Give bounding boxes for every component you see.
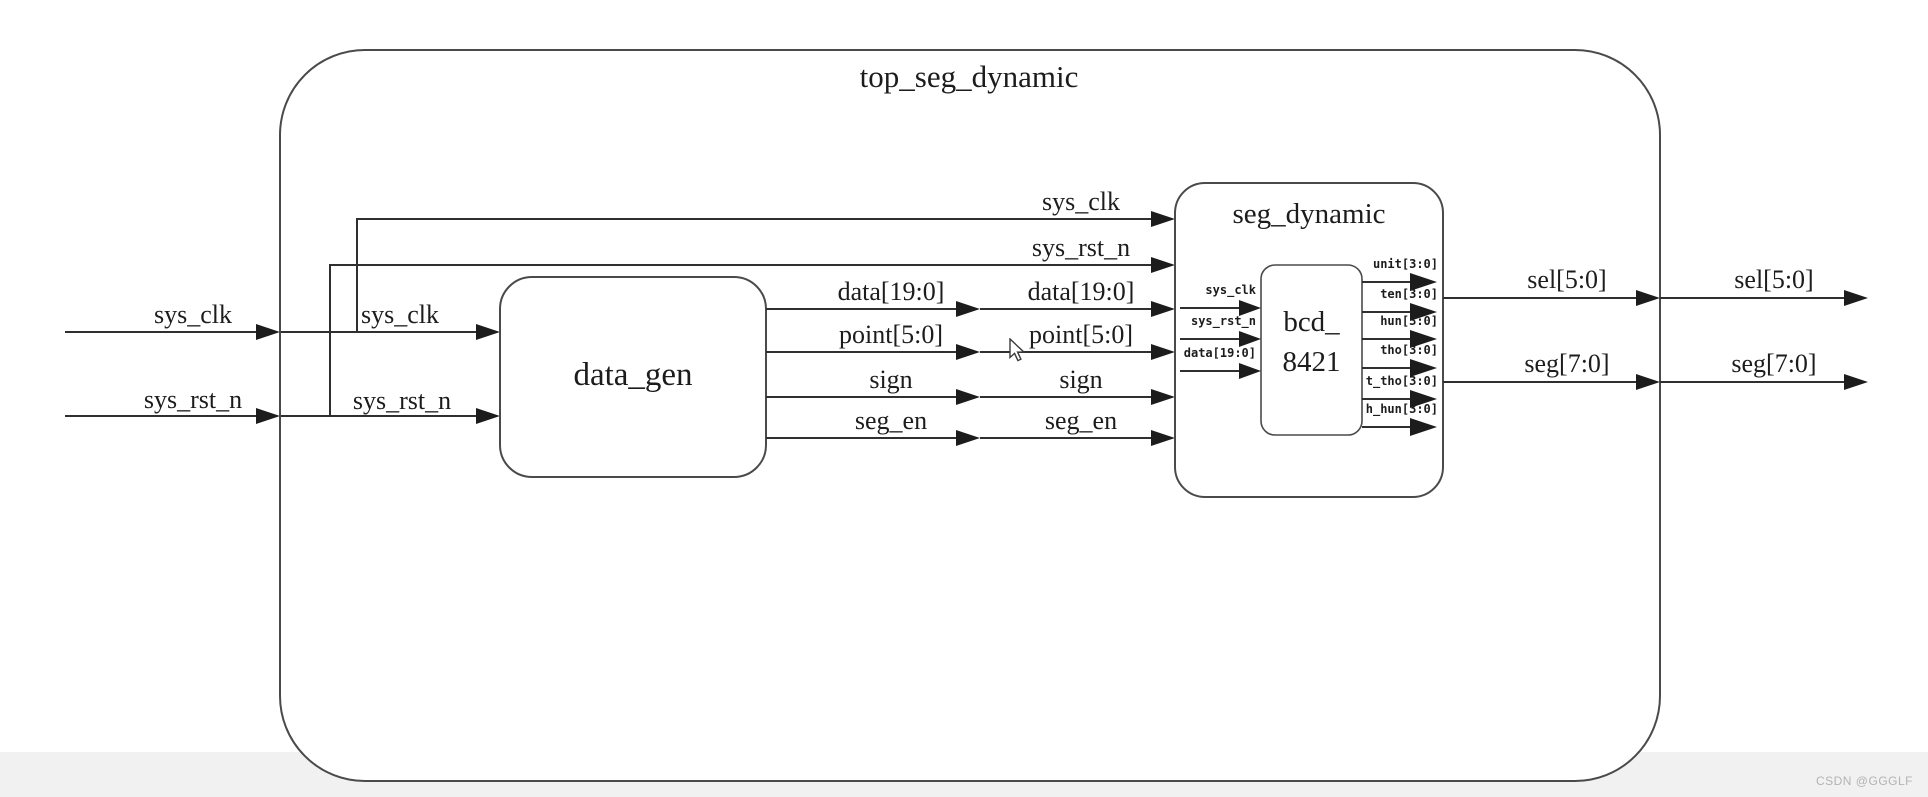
watermark-text: CSDN @GGGLF <box>1815 774 1913 788</box>
label-seg-external: seg[7:0] <box>1731 349 1817 378</box>
wire-sys-rst-n-to-data-gen <box>281 408 500 424</box>
wire-sel-internal <box>1443 290 1660 306</box>
wire-data <box>766 301 1175 317</box>
bcd-port-ten: ten[3:0] <box>1380 287 1438 301</box>
label-sys-rst-n-to-data-gen: sys_rst_n <box>352 386 452 415</box>
bcd-port-sys-clk: sys_clk <box>1205 283 1256 297</box>
label-seg-internal: seg[7:0] <box>1524 349 1610 378</box>
label-sys-rst-n-external: sys_rst_n <box>143 385 243 414</box>
mouse-cursor-icon <box>1009 338 1026 362</box>
label-seg-en-left: seg_en <box>854 406 928 435</box>
bcd-port-sys-rst-n: sys_rst_n <box>1190 314 1256 328</box>
label-sign-right: sign <box>1059 365 1103 394</box>
label-sys-clk-to-seg-dynamic: sys_clk <box>1042 187 1120 216</box>
label-sel-external: sel[5:0] <box>1734 265 1814 294</box>
label-data-right: data[19:0] <box>1027 277 1135 306</box>
wire-sel-external <box>1660 290 1868 306</box>
wire-seg-en <box>766 430 1175 446</box>
label-sys-rst-n-to-seg-dynamic: sys_rst_n <box>1031 233 1131 262</box>
wire-bcd-inputs <box>1180 300 1261 379</box>
label-sys-clk-to-data-gen: sys_clk <box>361 300 439 329</box>
label-point-right: point[5:0] <box>1029 320 1133 349</box>
seg-dynamic-label: seg_dynamic <box>1232 198 1386 230</box>
data-gen-box <box>499 276 767 478</box>
bcd-port-hun: hun[3:0] <box>1380 314 1438 328</box>
bcd-port-t-tho: t_tho[3:0] <box>1365 374 1438 388</box>
wire-sign <box>766 389 1175 405</box>
top-module-title: top_seg_dynamic <box>859 59 1079 94</box>
label-sign-left: sign <box>869 365 913 394</box>
bcd-port-h-hun: h_hun[3:0] <box>1365 402 1438 416</box>
label-sys-clk-external: sys_clk <box>154 300 232 329</box>
label-seg-en-right: seg_en <box>1044 406 1118 435</box>
wire-bcd-outputs <box>1362 273 1437 436</box>
wire-sys-rst-n-to-seg-dynamic <box>329 257 1175 416</box>
label-data-left: data[19:0] <box>837 277 945 306</box>
wire-sys-clk-to-seg-dynamic <box>356 211 1175 332</box>
wire-seg-external <box>1660 374 1868 390</box>
bcd-port-tho: tho[3:0] <box>1380 343 1438 357</box>
wire-point <box>766 344 1175 360</box>
wire-sys-clk-external <box>65 324 280 340</box>
wire-sys-clk-to-data-gen <box>281 324 500 340</box>
label-point-left: point[5:0] <box>839 320 943 349</box>
wire-seg-internal <box>1443 374 1660 390</box>
bcd-8421-label-line1: bcd_ <box>1283 306 1340 338</box>
bcd-8421-label-line2: 8421 <box>1282 346 1341 378</box>
wire-sys-rst-n-external <box>65 408 280 424</box>
label-sel-internal: sel[5:0] <box>1527 265 1607 294</box>
bcd-8421-box <box>1260 264 1363 436</box>
bcd-port-data: data[19:0] <box>1183 346 1256 360</box>
bcd-port-unit: unit[3:0] <box>1372 257 1438 271</box>
data-gen-label: data_gen <box>573 357 693 393</box>
